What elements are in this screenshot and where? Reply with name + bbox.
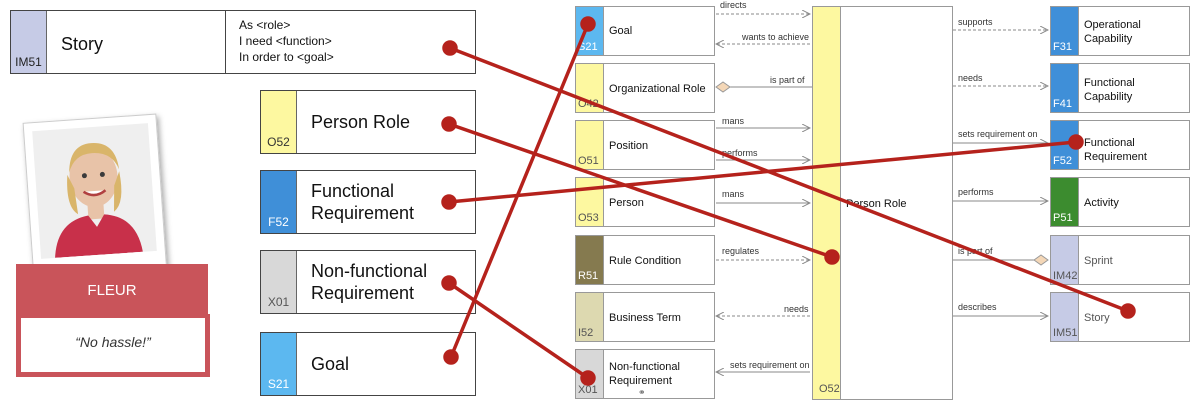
rel-label-performs: performs	[722, 148, 758, 158]
node-operational-capability-code: F31	[1053, 41, 1072, 53]
rel-label-is-part-of: is part of	[770, 75, 805, 85]
rel-label-mans-1: mans	[722, 116, 745, 126]
node-non-functional-requirement-code: X01	[578, 384, 598, 396]
node-rule-condition-label: Rule Condition	[609, 255, 682, 267]
node-story-code: IM51	[1053, 327, 1078, 339]
node-business-term[interactable]: I52 Business Term	[575, 292, 715, 342]
node-person-label: Person	[609, 197, 644, 209]
goal-title: Goal	[311, 354, 350, 374]
node-activity[interactable]: P51 Activity	[1050, 177, 1190, 227]
functional-requirement-card[interactable]: F52 Functional Requirement	[260, 170, 476, 234]
node-person-role-center-label: Person Role	[846, 198, 907, 210]
functional-requirement-tag: F52	[261, 171, 297, 233]
connector-story	[448, 46, 1130, 313]
node-non-functional-requirement[interactable]: X01 Non-functional Requirement ⚭	[575, 349, 715, 399]
node-goal-label: Goal	[609, 25, 633, 37]
rel-is-part-of-diamond	[715, 81, 731, 93]
node-person-role-center-code: O52	[819, 383, 840, 395]
node-functional-capability[interactable]: F41 Functional Capability	[1050, 63, 1190, 113]
node-operational-capability[interactable]: F31 Operational Capability	[1050, 6, 1190, 56]
rel-label-needs-right: needs	[958, 73, 983, 83]
node-story-label: Story	[1084, 312, 1110, 324]
node-sprint-code: IM42	[1053, 270, 1078, 282]
person-role-card[interactable]: O52 Person Role	[260, 90, 476, 154]
functional-requirement-code: F52	[268, 215, 289, 229]
node-rule-condition-code: R51	[578, 270, 599, 282]
node-goal[interactable]: S21 Goal	[575, 6, 715, 56]
story-template: As <role> I need <function> In order to …	[239, 17, 334, 65]
persona-portrait	[32, 123, 157, 259]
non-functional-requirement-title: Non-functional Requirement	[311, 261, 428, 303]
node-operational-capability-label: Operational Capability	[1084, 19, 1141, 45]
node-functional-requirement-label: Functional Requirement	[1084, 137, 1147, 163]
node-person[interactable]: O53 Person	[575, 177, 715, 227]
rel-label-sets-requirement-right: sets requirement on	[958, 129, 1038, 139]
node-activity-code: P51	[1053, 212, 1073, 224]
persona-name: FLEUR	[16, 264, 208, 314]
node-activity-label: Activity	[1084, 197, 1119, 209]
node-functional-capability-code: F41	[1053, 98, 1072, 110]
non-functional-requirement-card[interactable]: X01 Non-functional Requirement	[260, 250, 476, 314]
node-person-code: O53	[578, 212, 599, 224]
story-divider	[225, 11, 226, 73]
story-line-role: As <role>	[239, 18, 291, 32]
persona-photo	[22, 113, 168, 283]
person-role-title: Person Role	[311, 112, 411, 132]
node-functional-requirement[interactable]: F52 Functional Requirement	[1050, 120, 1190, 170]
node-business-term-code: I52	[578, 327, 594, 339]
rel-is-part-of-right-diamond	[1033, 254, 1049, 266]
rel-label-directs: directs	[720, 0, 747, 10]
link-icon: ⚭	[638, 387, 646, 397]
node-functional-requirement-code: F52	[1053, 155, 1072, 167]
story-line-goal: In order to <goal>	[239, 50, 334, 64]
node-story[interactable]: IM51 Story	[1050, 292, 1190, 342]
node-sprint-label: Sprint	[1084, 255, 1113, 267]
node-position-code: O51	[578, 155, 599, 167]
goal-code: S21	[267, 377, 290, 391]
node-organizational-role[interactable]: O42 Organizational Role	[575, 63, 715, 113]
rel-label-needs: needs	[784, 304, 809, 314]
rel-label-mans-2: mans	[722, 189, 745, 199]
rel-label-regulates: regulates	[722, 246, 760, 256]
node-non-functional-requirement-label: Non-functional Requirement	[609, 361, 680, 387]
rel-label-performs-right: performs	[958, 187, 994, 197]
story-card[interactable]: IM51 Story As <role> I need <function> I…	[10, 10, 476, 74]
story-line-function: I need <function>	[239, 34, 332, 48]
rel-label-is-part-of-right: is part of	[958, 246, 993, 256]
node-person-role-center[interactable]: O52 Person Role	[812, 6, 953, 400]
node-organizational-role-code: O42	[578, 98, 599, 110]
story-tag: IM51	[11, 11, 47, 73]
story-title: Story	[61, 34, 104, 54]
node-position-label: Position	[609, 140, 649, 152]
rel-label-sets-requirement: sets requirement on	[730, 360, 810, 370]
functional-requirement-title: Functional Requirement	[311, 181, 415, 223]
persona-quote-box: “No hassle!”	[16, 314, 210, 377]
persona-quote: “No hassle!”	[75, 334, 151, 350]
node-business-term-label: Business Term	[609, 312, 681, 324]
goal-tag: S21	[261, 333, 297, 395]
node-rule-condition[interactable]: R51 Rule Condition	[575, 235, 715, 285]
rel-label-supports: supports	[958, 17, 993, 27]
node-goal-code: S21	[578, 41, 598, 53]
person-role-tag: O52	[261, 91, 297, 153]
story-code: IM51	[15, 55, 42, 69]
person-role-code: O52	[267, 135, 290, 149]
node-functional-capability-label: Functional Capability	[1084, 77, 1135, 103]
rel-label-describes: describes	[958, 302, 997, 312]
node-position[interactable]: O51 Position	[575, 120, 715, 170]
goal-card[interactable]: S21 Goal	[260, 332, 476, 396]
non-functional-requirement-code: X01	[267, 295, 290, 309]
non-functional-requirement-tag: X01	[261, 251, 297, 313]
node-organizational-role-label: Organizational Role	[609, 83, 706, 95]
rel-label-wants-to-achieve: wants to achieve	[742, 32, 810, 42]
node-person-role-center-stripe	[813, 7, 841, 399]
node-sprint[interactable]: IM42 Sprint	[1050, 235, 1190, 285]
